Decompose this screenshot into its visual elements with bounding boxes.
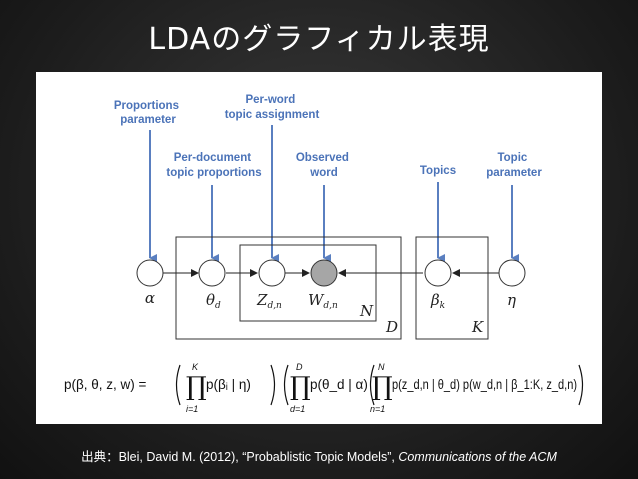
node-alpha — [136, 259, 164, 287]
plate-label-n: N — [359, 302, 374, 320]
label-topics: Topics — [420, 165, 456, 177]
plate-n — [239, 244, 377, 322]
label-topic-parameter: Topic parameter — [486, 152, 542, 179]
var-z: Zd,n — [256, 291, 282, 311]
label-proportions-parameter: Proportions parameter — [114, 100, 182, 126]
var-theta: θd — [206, 291, 221, 311]
plate-d — [175, 236, 402, 340]
joint-probability-equation: p(β, θ, z, w) = K ∏ i=1 p(βᵢ | η) D ∏ d=… — [64, 362, 584, 414]
eq-prod3-term: p(z_d,n | θ_d) p(w_d,n | β_1:K, z_d,n) — [392, 377, 577, 392]
var-w: Wd,n — [308, 291, 338, 311]
plate-label-d: D — [385, 318, 398, 336]
node-w-observed — [310, 259, 338, 287]
eq-prod1-term: p(βᵢ | η) — [206, 377, 251, 392]
eq-prod2-term: p(θ_d | α) — [310, 377, 368, 392]
lda-diagram-panel: Proportions parameter Per-word topic ass… — [36, 72, 602, 424]
svg-text:∏: ∏ — [186, 372, 207, 402]
node-beta — [424, 259, 452, 287]
node-eta — [498, 259, 526, 287]
eq-prod1-lower: i=1 — [186, 404, 198, 414]
plate-label-k: K — [471, 318, 484, 336]
citation-text: 出典：Blei, David M. (2012), “Probablistic … — [81, 450, 399, 464]
eq-prod1-upper: K — [192, 362, 199, 372]
svg-text:∏: ∏ — [290, 372, 311, 402]
eq-prod2-lower: d=1 — [290, 404, 305, 414]
var-alpha: α — [145, 289, 155, 307]
svg-text:∏: ∏ — [372, 372, 393, 402]
node-z — [258, 259, 286, 287]
eq-prod3-upper: N — [378, 362, 385, 372]
node-theta — [198, 259, 226, 287]
label-per-word-topic-assignment: Per-word topic assignment — [225, 94, 320, 121]
var-beta: βk — [430, 291, 445, 311]
label-per-document-topic-proportions: Per-document topic proportions — [166, 152, 261, 179]
citation-journal: Communications of the ACM — [398, 450, 557, 464]
plate-k — [415, 236, 489, 340]
var-eta: η — [507, 291, 516, 309]
lda-graphical-model: Proportions parameter Per-word topic ass… — [64, 94, 584, 414]
eq-prod2-upper: D — [296, 362, 303, 372]
label-arrows — [149, 125, 519, 262]
eq-lhs: p(β, θ, z, w) = — [64, 377, 147, 392]
eq-prod3-lower: n=1 — [370, 404, 385, 414]
label-observed-word: Observed word — [296, 152, 352, 179]
citation: 出典：Blei, David M. (2012), “Probablistic … — [0, 446, 638, 465]
slide-title: LDAのグラフィカル表現 — [148, 22, 490, 57]
